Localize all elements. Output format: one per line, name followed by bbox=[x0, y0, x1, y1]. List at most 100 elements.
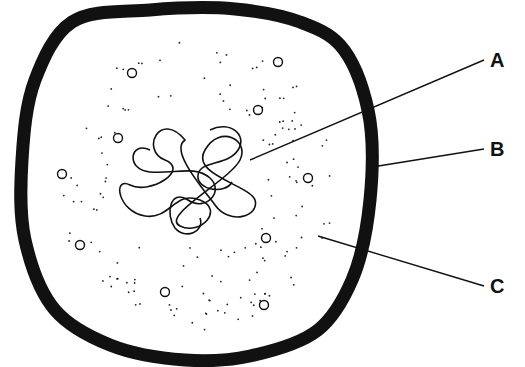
cytoplasm-dot bbox=[329, 222, 331, 224]
cytoplasm-dot bbox=[183, 265, 185, 267]
cytoplasm-dot bbox=[220, 249, 222, 251]
cytoplasm-dot bbox=[138, 62, 140, 64]
cytoplasm-dot bbox=[138, 247, 140, 249]
cytoplasm-dot bbox=[205, 312, 207, 314]
cytoplasm-dot bbox=[107, 105, 109, 107]
chromosome bbox=[120, 127, 256, 234]
cytoplasm-dot bbox=[284, 255, 286, 257]
vesicle bbox=[58, 170, 67, 179]
cytoplasm-dot bbox=[254, 293, 256, 295]
cytoplasm-dot bbox=[264, 293, 266, 295]
cytoplasm-dot bbox=[179, 42, 181, 44]
cytoplasm-dot bbox=[122, 68, 124, 70]
cytoplasm-dot bbox=[326, 139, 328, 141]
cytoplasm-dot bbox=[292, 87, 294, 89]
cytoplasm-dot bbox=[68, 240, 70, 242]
cytoplasm-dot bbox=[271, 195, 273, 197]
cytoplasm-dot bbox=[204, 329, 206, 331]
cytoplasm-dot bbox=[81, 201, 83, 203]
cytoplasm-dot bbox=[133, 290, 135, 292]
cytoplasm-dot bbox=[116, 278, 118, 280]
cytoplasm-dot bbox=[329, 175, 331, 177]
cytoplasm-dot bbox=[106, 164, 108, 166]
cytoplasm-dot bbox=[208, 299, 210, 301]
cytoplasm-dot bbox=[295, 180, 297, 182]
cytoplasm-dot bbox=[229, 108, 231, 110]
part-label: C bbox=[490, 275, 504, 297]
vesicle bbox=[262, 234, 271, 243]
cytoplasm-dot bbox=[116, 67, 118, 69]
cytoplasm-dot bbox=[296, 247, 298, 249]
cytoplasm-dot bbox=[244, 247, 246, 249]
cytoplasm-dot bbox=[219, 93, 221, 95]
cytoplasm-dot bbox=[126, 282, 128, 284]
cytoplasm-dot bbox=[124, 109, 126, 111]
cytoplasm-dot bbox=[260, 246, 262, 248]
cytoplasm-dot bbox=[76, 185, 78, 187]
cytoplasm-dot bbox=[159, 60, 161, 62]
cytoplasm-dot bbox=[105, 177, 107, 179]
cytoplasm-dot bbox=[264, 98, 266, 100]
cytoplasm-dot bbox=[237, 318, 239, 320]
cytoplasm-dot bbox=[110, 286, 112, 288]
cytoplasm-dot bbox=[170, 309, 172, 311]
vesicles bbox=[58, 58, 313, 310]
vesicle bbox=[274, 58, 283, 67]
cytoplasm-dot bbox=[226, 54, 228, 56]
cytoplasm-dot bbox=[170, 95, 172, 97]
cytoplasm-dot bbox=[96, 209, 98, 211]
cytoplasm-dot bbox=[228, 256, 230, 258]
cytoplasm-dot bbox=[139, 303, 141, 305]
part-label: A bbox=[490, 49, 504, 71]
leader-lines bbox=[250, 60, 484, 286]
cytoplasm-dot bbox=[114, 132, 116, 134]
cytoplasm-dot bbox=[273, 217, 275, 219]
cytoplasm-dot bbox=[181, 286, 183, 288]
cytoplasm-dot bbox=[233, 251, 235, 253]
cytoplasm-dot bbox=[289, 176, 291, 178]
cytoplasm-dot bbox=[253, 304, 255, 306]
cytoplasm-dot bbox=[288, 128, 290, 130]
vesicle bbox=[114, 134, 123, 143]
cytoplasm-dot bbox=[117, 278, 119, 280]
cytoplasm-dot bbox=[109, 276, 111, 278]
leader-line bbox=[318, 236, 484, 286]
cytoplasm-dot bbox=[283, 97, 285, 99]
vesicle bbox=[304, 174, 313, 183]
cytoplasm-dot bbox=[128, 109, 130, 111]
cytoplasm-dot bbox=[122, 108, 124, 110]
cytoplasm-dot bbox=[301, 237, 303, 239]
cytoplasm-dot bbox=[141, 63, 143, 65]
cytoplasm-dot bbox=[274, 134, 276, 136]
cytoplasm-dot bbox=[249, 114, 251, 116]
cytoplasm-dot bbox=[297, 166, 299, 168]
cytoplasm-dot bbox=[262, 257, 264, 259]
cytoplasm-dot bbox=[282, 127, 284, 129]
cytoplasm-dot bbox=[252, 315, 254, 317]
cytoplasm-dot bbox=[290, 277, 292, 279]
cytoplasm-dot bbox=[134, 282, 136, 284]
cytoplasm-dot bbox=[70, 177, 72, 179]
cytoplasm-dot bbox=[206, 313, 208, 315]
cytoplasm-dot bbox=[256, 272, 258, 274]
cytoplasm-dot bbox=[293, 284, 295, 286]
cytoplasm-dots bbox=[63, 42, 331, 331]
cytoplasm-dot bbox=[102, 280, 104, 282]
cytoplasm-dot bbox=[100, 136, 102, 138]
cytoplasm-dot bbox=[223, 100, 225, 102]
cytoplasm-dot bbox=[169, 304, 171, 306]
cytoplasm-dot bbox=[272, 143, 274, 145]
cytoplasm-dot bbox=[249, 279, 251, 281]
cytoplasm-dot bbox=[296, 181, 298, 183]
cytoplasm-dot bbox=[220, 281, 222, 283]
cytoplasm-dot bbox=[269, 144, 271, 146]
cytoplasm-dot bbox=[217, 310, 219, 312]
cytoplasm-dot bbox=[105, 181, 107, 183]
cytoplasm-dot bbox=[296, 86, 298, 88]
leader-line bbox=[366, 149, 484, 168]
vesicle bbox=[161, 288, 170, 297]
cytoplasm-dot bbox=[209, 300, 211, 302]
vesicle bbox=[254, 106, 263, 115]
vesicle bbox=[260, 301, 269, 310]
